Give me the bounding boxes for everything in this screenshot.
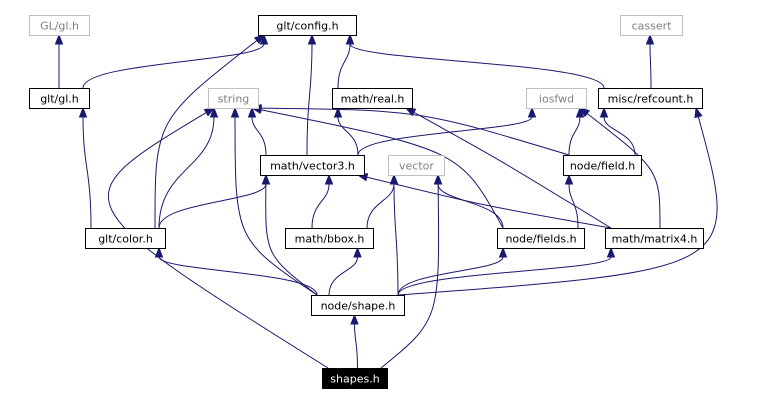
svg-text:string: string: [218, 93, 250, 106]
edge-gl-gl-h-to-glt-gl-h: [54, 33, 64, 88]
edge-glt-gl-h-to-glt-color-h: [78, 106, 92, 229]
edge-node-field-h-to-node-fields-h: [564, 173, 579, 229]
edge-node-fields-h-to-node-shape-h: [397, 246, 508, 296]
node-cassert[interactable]: cassert: [620, 15, 683, 36]
dependency-edges: [54, 33, 718, 369]
svg-text:node/shape.h: node/shape.h: [321, 300, 396, 313]
node-node-shape-h[interactable]: node/shape.h: [311, 295, 405, 316]
node-gl-gl-h[interactable]: GL/gl.h: [29, 15, 90, 36]
edge-iosfwd-to-node-field-h: [568, 106, 585, 156]
node-node-field-h[interactable]: node/field.h: [563, 155, 642, 176]
svg-text:shapes.h: shapes.h: [330, 373, 379, 386]
node-glt-config-h[interactable]: glt/config.h: [258, 15, 357, 36]
svg-text:cassert: cassert: [632, 20, 673, 33]
edge-math-vector3-h-to-node-shape-h: [261, 173, 318, 296]
edge-string-to-node-shape-h: [230, 106, 318, 296]
node-node-fields-h[interactable]: node/fields.h: [497, 228, 585, 249]
edge-cassert-to-misc-refcount-h: [645, 33, 655, 89]
edge-math-matrix4-h-to-node-shape-h: [397, 246, 616, 296]
file-nodes: glt/config.h GL/gl.h cassert glt/gl.h st…: [29, 15, 704, 389]
svg-text:math/matrix4.h: math/matrix4.h: [612, 233, 698, 246]
edge-iosfwd-to-math-matrix4-h: [578, 107, 661, 229]
svg-text:math/real.h: math/real.h: [341, 93, 405, 106]
node-math-bbox-h[interactable]: math/bbox.h: [285, 228, 374, 249]
edge-misc-refcount-h-to-node-field-h: [599, 106, 636, 156]
svg-text:misc/refcount.h: misc/refcount.h: [608, 93, 694, 106]
edge-glt-config-h-to-math-vector3-h: [306, 33, 317, 156]
edge-vector-to-shapes-h: [380, 173, 443, 369]
node-math-matrix4-h[interactable]: math/matrix4.h: [605, 228, 704, 249]
svg-text:vector: vector: [399, 160, 434, 173]
svg-text:math/bbox.h: math/bbox.h: [295, 233, 365, 246]
edge-iosfwd-to-math-vector3-h: [357, 106, 537, 156]
node-glt-gl-h[interactable]: glt/gl.h: [29, 88, 90, 109]
svg-text:iosfwd: iosfwd: [539, 93, 574, 106]
edge-node-shape-h-to-shapes-h: [350, 313, 359, 369]
node-math-vector3-h[interactable]: math/vector3.h: [260, 155, 365, 176]
edge-vector-to-node-shape-h: [389, 173, 399, 296]
edge-glt-color-h-to-node-shape-h: [154, 246, 318, 296]
edge-glt-config-h-to-glt-gl-h: [82, 33, 269, 89]
svg-text:node/fields.h: node/fields.h: [505, 233, 576, 246]
edge-string-to-glt-color-h: [158, 106, 219, 229]
node-vector[interactable]: vector: [388, 155, 445, 176]
edge-math-vector3-h-to-glt-color-h: [158, 173, 271, 229]
svg-text:GL/gl.h: GL/gl.h: [40, 20, 79, 33]
svg-text:glt/color.h: glt/color.h: [98, 233, 153, 246]
edge-string-to-math-vector3-h: [247, 106, 267, 156]
node-glt-color-h[interactable]: glt/color.h: [85, 228, 166, 249]
svg-text:node/field.h: node/field.h: [570, 160, 635, 173]
svg-text:math/vector3.h: math/vector3.h: [270, 160, 355, 173]
edge-math-real-h-to-math-vector3-h: [333, 106, 359, 156]
node-misc-refcount-h[interactable]: misc/refcount.h: [598, 88, 703, 109]
edge-glt-config-h-to-misc-refcount-h: [345, 33, 605, 89]
node-iosfwd[interactable]: iosfwd: [526, 88, 587, 109]
edge-misc-refcount-h-to-node-shape-h: [397, 106, 718, 296]
edge-math-bbox-h-to-node-shape-h: [328, 246, 362, 296]
svg-text:glt/config.h: glt/config.h: [276, 20, 338, 33]
node-math-real-h[interactable]: math/real.h: [332, 88, 413, 109]
node-string[interactable]: string: [208, 88, 259, 109]
edge-glt-config-h-to-glt-color-h: [154, 34, 266, 229]
node-shapes-h[interactable]: shapes.h: [322, 368, 388, 389]
svg-text:glt/gl.h: glt/gl.h: [40, 93, 79, 106]
edge-math-vector3-h-to-math-bbox-h: [311, 173, 334, 229]
